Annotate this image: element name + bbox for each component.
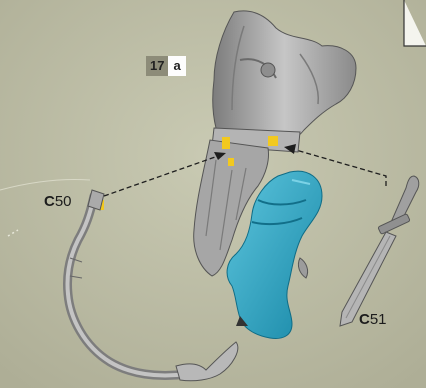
step-indicator: 17 a	[146, 56, 186, 76]
part-label-c51: C51	[359, 311, 387, 328]
glue-mark	[222, 137, 230, 149]
step-number: 17	[146, 56, 168, 76]
part-label-c50: C50	[44, 193, 72, 210]
glue-mark	[268, 136, 278, 146]
step-substep: a	[168, 56, 185, 76]
glue-mark	[228, 158, 234, 166]
